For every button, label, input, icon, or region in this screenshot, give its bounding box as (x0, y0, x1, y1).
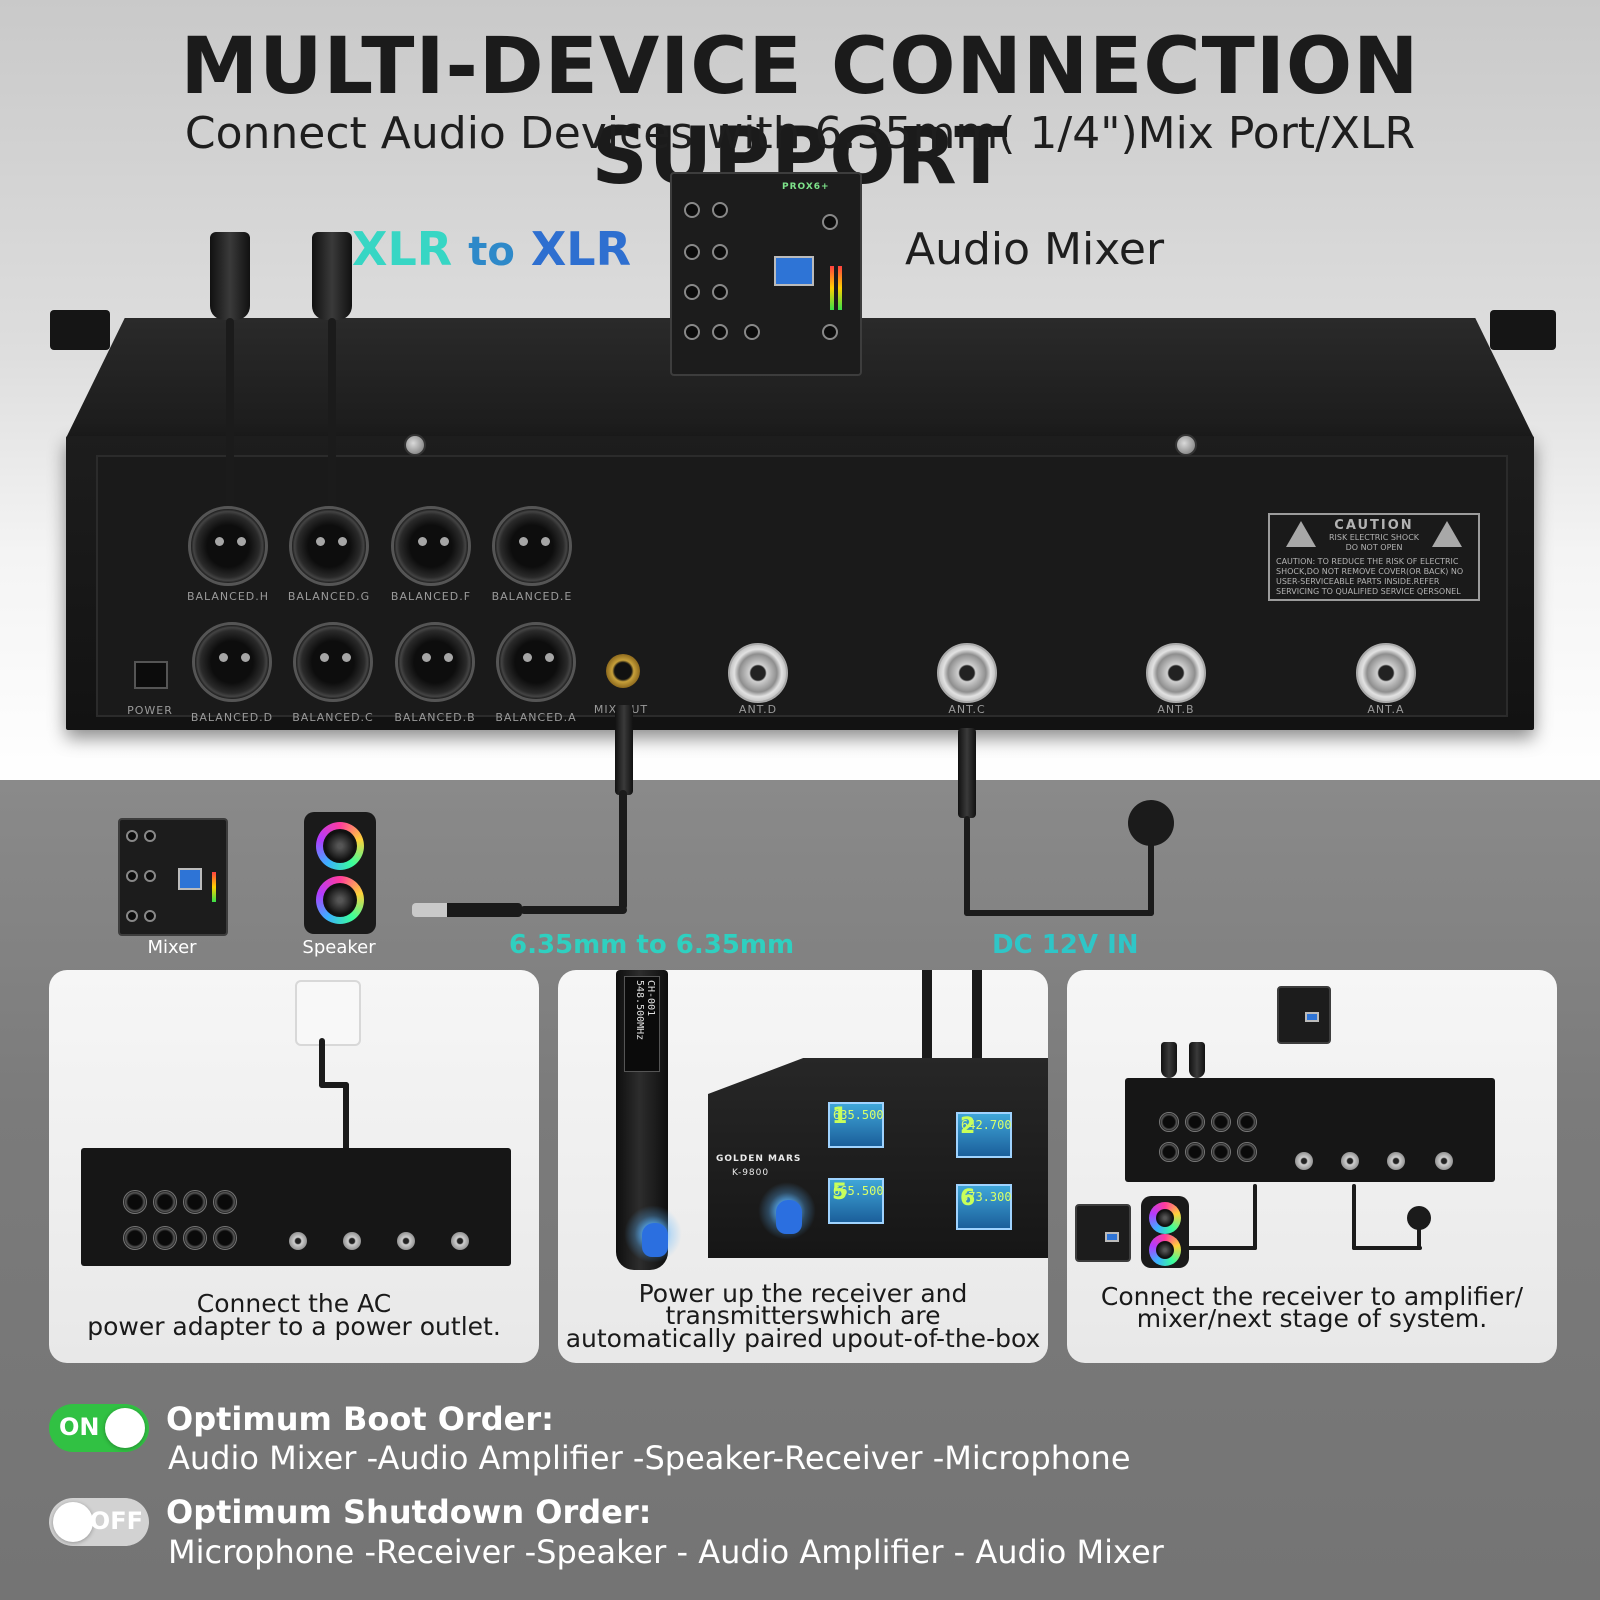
screw-icon (1175, 434, 1197, 456)
jack-label-g: BALANCED.G (287, 590, 371, 603)
quarter-inch-plug-side (412, 903, 522, 917)
panel-ac-power: Connect the AC power adapter to a power … (49, 970, 539, 1363)
channel-display-6: 673.300 (956, 1184, 1012, 1230)
panel-3-line-2: mixer/next stage of system. (1136, 1304, 1488, 1333)
power-label: POWER (127, 704, 173, 717)
mixer-label: Mixer (147, 937, 197, 958)
jack-label-h: BALANCED.H (186, 590, 270, 603)
touch-hand-icon (624, 1205, 682, 1263)
xlr-plug-right (312, 232, 352, 320)
jack-label-b: BALANCED.B (394, 711, 476, 724)
warning-triangle-icon (1432, 521, 1462, 547)
microphone-display: CH-001 548.500MHz (624, 976, 660, 1072)
page-subtitle: Connect Audio Devices with 6.35mm( 1/4")… (184, 108, 1416, 159)
panel-1-line-2: power adapter to a power outlet. (87, 1312, 501, 1341)
jack-label-c: BALANCED.C (292, 711, 374, 724)
shutdown-order-toggle[interactable]: OFF (49, 1498, 149, 1546)
channel-display-2: 642.700 (956, 1112, 1012, 1158)
xlr-jack-e[interactable] (492, 506, 572, 586)
caution-label: CAUTION RISK ELECTRIC SHOCK DO NOT OPEN … (1268, 513, 1480, 601)
power-plug-icon (1128, 800, 1174, 846)
speaker-label: Speaker (302, 937, 376, 958)
xlr-jack-d[interactable] (192, 622, 272, 702)
antenna-a-label: ANT.A (1367, 703, 1405, 716)
receiver-image: GOLDEN MARS K-9800 635.500 642.700 665.5… (708, 1058, 1048, 1258)
antenna-c-label: ANT.C (948, 703, 986, 716)
wall-outlet-icon (295, 980, 361, 1046)
mixer-mini-image (1277, 986, 1331, 1044)
xlr-jack-g[interactable] (289, 506, 369, 586)
antenna-b-label: ANT.B (1157, 703, 1195, 716)
quarter-inch-plug-top (615, 705, 633, 795)
xlr-jack-c[interactable] (293, 622, 373, 702)
antenna-a-connector[interactable] (1356, 643, 1416, 703)
page-title: MULTI-DEVICE CONNECTION SUPPORT (180, 22, 1420, 202)
jack-label-f: BALANCED.F (390, 590, 472, 603)
antenna-b-connector[interactable] (1146, 643, 1206, 703)
warning-triangle-icon (1286, 521, 1316, 547)
audio-mixer-image: PROX6+ (670, 172, 862, 376)
dc-plug (958, 728, 976, 818)
panel-2-line-1: Power up the receiver and (638, 1279, 968, 1308)
power-socket[interactable] (134, 661, 168, 689)
channel-display-5: 665.500 (828, 1178, 884, 1224)
boot-order-sequence: Audio Mixer -Audio Amplifier -Speaker-Re… (168, 1439, 1131, 1477)
touch-hand-icon (758, 1182, 816, 1240)
xlr-to-xlr-label: XLR to XLR (352, 222, 632, 276)
xlr-jack-a[interactable] (496, 622, 576, 702)
panel-2-line-3: automatically paired upout-of-the-box (565, 1324, 1041, 1353)
antenna-c-connector[interactable] (937, 643, 997, 703)
panel-system-connection: Connect the receiver to amplifier/ mixer… (1067, 970, 1557, 1363)
speaker-device-image (304, 812, 376, 934)
channel-display-1: 635.500 (828, 1102, 884, 1148)
mix-out-jack[interactable] (606, 654, 640, 688)
shutdown-order-sequence: Microphone -Receiver -Speaker - Audio Am… (168, 1533, 1164, 1571)
panel-3-line-1: Connect the receiver to amplifier/ (1100, 1282, 1524, 1311)
xlr-jack-h[interactable] (188, 506, 268, 586)
mixer-device-image (118, 818, 228, 936)
xlr-plug-left (210, 232, 250, 320)
jack-label-d: BALANCED.D (190, 711, 274, 724)
speaker-mini-image (1141, 1196, 1189, 1268)
audio-mixer-label: Audio Mixer (905, 224, 1165, 275)
jack-label-a: BALANCED.A (495, 711, 577, 724)
boot-order-toggle[interactable]: ON (49, 1404, 149, 1452)
panel-2-line-2: transmitterswhich are (665, 1301, 941, 1330)
mixer-mini-image (1075, 1204, 1131, 1262)
jack-label-e: BALANCED.E (491, 590, 573, 603)
rack-ear-right (1490, 310, 1556, 350)
quarter-inch-cable-label: 6.35mm to 6.35mm (509, 930, 795, 960)
receiver-rack-mini (1125, 1078, 1495, 1182)
panel-1-line-1: Connect the AC (196, 1289, 392, 1318)
antenna-d-label: ANT.D (738, 703, 778, 716)
xlr-jack-f[interactable] (391, 506, 471, 586)
shutdown-order-heading: Optimum Shutdown Order: (166, 1493, 652, 1531)
boot-order-heading: Optimum Boot Order: (166, 1400, 554, 1438)
rack-ear-left (50, 310, 110, 350)
antenna-d-connector[interactable] (728, 643, 788, 703)
xlr-jack-b[interactable] (395, 622, 475, 702)
mixer-brand: PROX6+ (782, 182, 830, 192)
receiver-rack-mini (81, 1148, 511, 1266)
mixer-display (774, 256, 814, 286)
dc-cable-label: DC 12V IN (992, 930, 1139, 960)
screw-icon (404, 434, 426, 456)
